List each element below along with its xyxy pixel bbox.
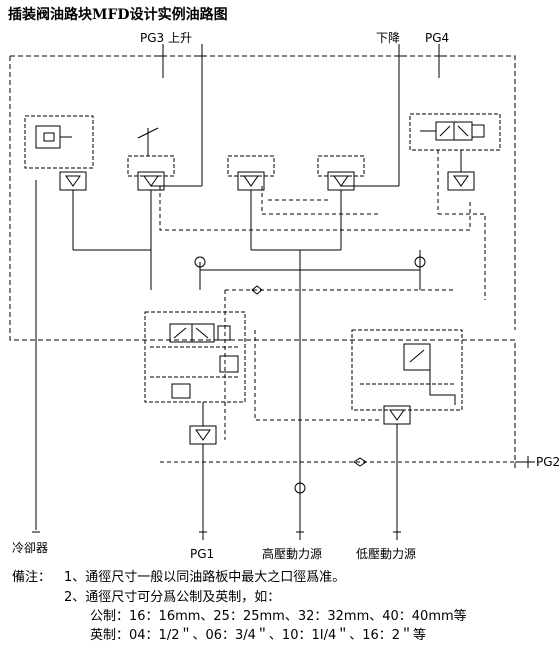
check-valve-1: [194, 256, 206, 268]
cartridge-valve-low-pressure: [383, 405, 411, 540]
port-label-low-power: 低壓動力源: [356, 547, 417, 561]
valve-stack-right: [351, 329, 463, 411]
port-pg4-stub: [435, 44, 443, 78]
note-line-3: 公制：16：16mm、25：25mm、32：32mm、40：40mm等: [90, 609, 467, 624]
note-line-4: 英制：04：1/2＂、06：3/4＂、10：1I/4＂、16：2＂等: [90, 628, 427, 643]
cartridge-valve-4: [317, 155, 365, 250]
cartridge-valve-1: [59, 171, 87, 250]
pilot-valve-block-left: [24, 115, 94, 169]
valve-stack-middle: [144, 311, 246, 403]
note-line-2: 2、通徑尺寸可分爲公制及英制，如：: [64, 590, 281, 605]
check-valve-3: [251, 285, 263, 295]
diagram-title: 插装阀油路块MFD设计实例油路图: [8, 7, 228, 23]
port-pg2-stub: [515, 456, 535, 468]
port-label-cooler: 冷卻器: [12, 541, 49, 555]
check-valve-2: [414, 256, 426, 268]
port-pg3-stub: [159, 44, 167, 78]
port-label-high-power: 高壓動力源: [262, 547, 323, 561]
port-label-pg4: PG4: [425, 31, 450, 45]
notes-prefix: 備注：: [12, 570, 52, 585]
check-valve-4: [353, 457, 367, 467]
cartridge-valve-pg1: [189, 402, 217, 540]
port-label-pg1: PG1: [190, 547, 215, 561]
port-label-pg3-up: PG3 上升: [140, 31, 192, 45]
port-down-stub: [395, 44, 403, 160]
cartridge-valve-3: [227, 155, 275, 250]
port-label-down: 下降: [376, 31, 401, 45]
manifold-boundary: [9, 55, 516, 470]
cartridge-valve-2: [127, 127, 175, 228]
solenoid-valve-top-right: [409, 113, 501, 191]
port-label-pg2: PG2: [536, 455, 560, 469]
note-line-1: 1、通徑尺寸一般以同油路板中最大之口徑爲准。: [64, 570, 346, 585]
port-up-stub: [198, 44, 206, 160]
